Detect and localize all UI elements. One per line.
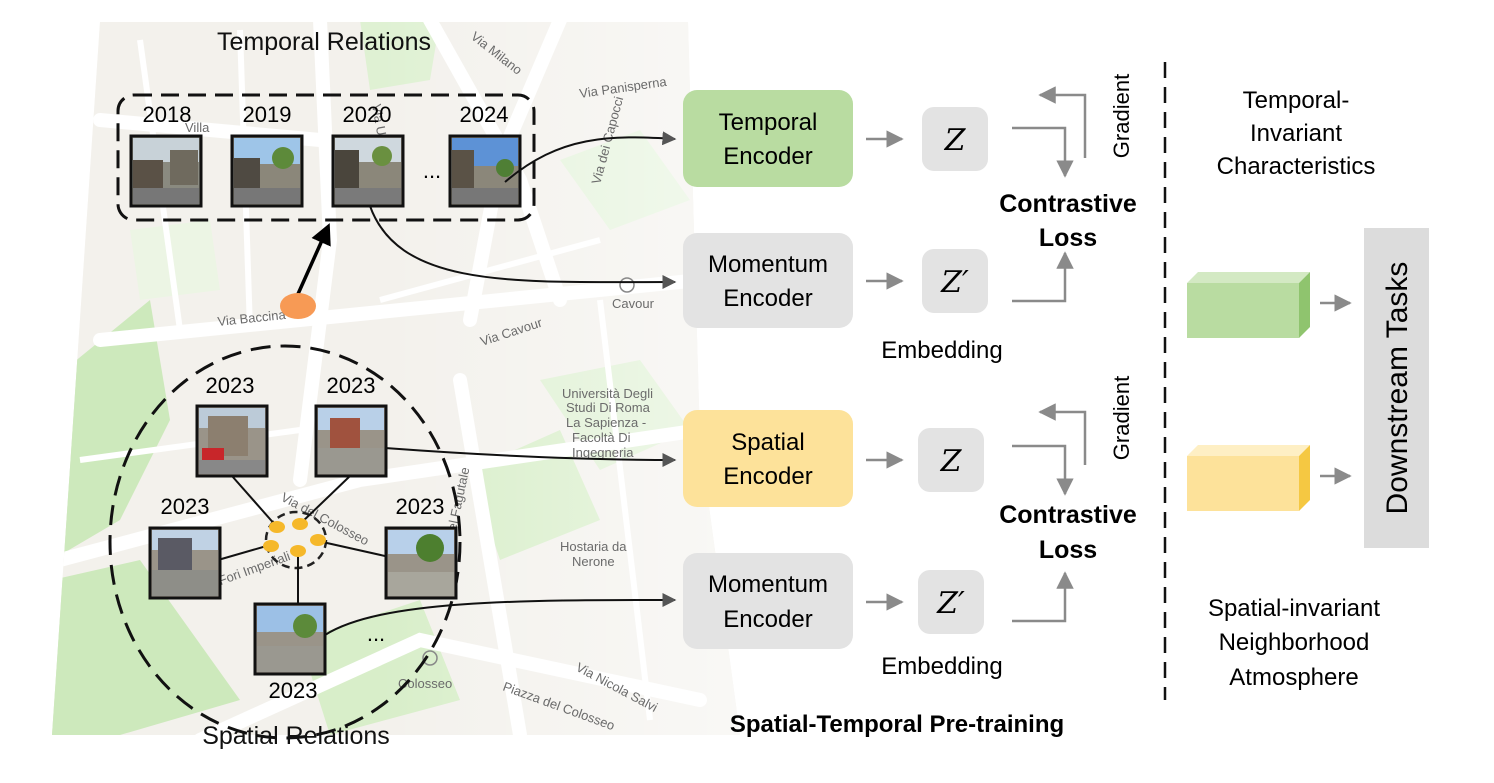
contrastive-loss-temporal: Contrastive Loss (999, 190, 1137, 252)
svg-text:Encoder: Encoder (723, 285, 812, 312)
street-label: Nerone (572, 554, 615, 569)
svg-text:Downstream Tasks: Downstream Tasks (1381, 262, 1414, 515)
embedding-zprime-temporal: Z′ (922, 249, 988, 313)
map-background: Via Milano Via Panisperna Via dei Capocc… (52, 22, 740, 735)
svg-text:Encoder: Encoder (723, 143, 812, 170)
temporal-relations-title: Temporal Relations (217, 28, 431, 56)
temporal-feature-block (1187, 272, 1310, 338)
spatial-encoder: Spatial Encoder (683, 410, 853, 507)
year-label: 2020 (343, 102, 392, 127)
svg-text:Spatial: Spatial (731, 429, 804, 456)
street-photo-spatial-1: 2023 (195, 373, 269, 478)
street-label: Via Baccina (217, 307, 287, 329)
metro-icon (619, 277, 635, 293)
downstream-tasks-box: Downstream Tasks (1364, 228, 1429, 548)
encoder-embedding-arrows (866, 130, 904, 611)
svg-text:Momentum: Momentum (708, 251, 828, 278)
street-label: Studi Di Roma (566, 400, 651, 415)
svg-text:Z: Z (940, 444, 963, 479)
svg-text:Z′: Z′ (936, 586, 965, 621)
svg-text:Contrastive: Contrastive (999, 190, 1137, 218)
svg-text:Encoder: Encoder (723, 463, 812, 490)
svg-text:Invariant: Invariant (1250, 120, 1342, 147)
spatial-links (217, 475, 386, 603)
embedding-zprime-spatial: Z′ (918, 570, 984, 634)
spatial-images: 2023 2023 2023 2023 (148, 373, 458, 703)
year-label: 2019 (243, 102, 292, 127)
street-photo-spatial-2: 2023 (314, 373, 388, 478)
street-label: Università Degli (562, 386, 653, 401)
query-location-dot (280, 293, 316, 319)
street-photo-2019: 2019 (230, 102, 304, 208)
svg-text:Contrastive: Contrastive (999, 501, 1137, 529)
street-label: La Sapienza - (566, 415, 646, 430)
street-label: Facoltà Di (572, 430, 631, 445)
embedding-label: Embedding (881, 653, 1002, 680)
street-photo-2020: 2020 (331, 102, 405, 208)
year-label: 2023 (327, 373, 376, 398)
street-label: Villa (185, 120, 210, 135)
spatial-dots (263, 518, 326, 557)
spatial-ellipsis: ... (367, 621, 385, 646)
spatial-relations-title: Spatial Relations (202, 722, 390, 750)
gradient-label: Gradient (1109, 376, 1134, 460)
momentum-encoder-spatial: Momentum Encoder (683, 553, 853, 649)
loss-arrows-temporal (1012, 86, 1087, 303)
street-photo-2018: 2018 (129, 102, 203, 208)
temporal-images: 2018 2019 2020 ... 2024 (129, 102, 522, 208)
street-label: Colosseo (398, 676, 452, 691)
temporal-group-box (116, 93, 536, 222)
year-label: 2023 (206, 373, 255, 398)
svg-text:Loss: Loss (1039, 536, 1097, 564)
svg-text:Temporal: Temporal (719, 109, 818, 136)
svg-text:Z′: Z′ (940, 265, 969, 300)
street-photo-spatial-3: 2023 (148, 494, 222, 600)
temporal-ellipsis: ... (423, 158, 441, 183)
contrastive-loss-spatial: Contrastive Loss (999, 501, 1137, 564)
svg-text:Momentum: Momentum (708, 571, 828, 598)
street-label: Cavour (612, 296, 655, 311)
street-photo-2024: 2024 (448, 102, 522, 208)
year-label: 2023 (269, 678, 318, 703)
street-label: Hostaria da (560, 539, 627, 554)
metro-icon (422, 650, 438, 666)
street-photo-spatial-4: 2023 (384, 494, 458, 600)
temporal-encoder: Temporal Encoder (683, 90, 853, 187)
embedding-label: Embedding (881, 337, 1002, 364)
year-label: 2023 (161, 494, 210, 519)
spatial-group-circle (108, 344, 462, 740)
spatial-invariant-label: Spatial-invariant Neighborhood Atmospher… (1208, 595, 1380, 691)
svg-text:Atmosphere: Atmosphere (1229, 664, 1358, 691)
section-label: Spatial-Temporal Pre-training (730, 711, 1064, 738)
connector-arrows (324, 131, 677, 636)
temporal-invariant-label: Temporal- Invariant Characteristics (1217, 87, 1376, 180)
year-label: 2018 (143, 102, 192, 127)
street-label: Ingegneria (572, 445, 634, 460)
street-photo-spatial-5: 2023 (253, 602, 327, 703)
svg-text:Encoder: Encoder (723, 606, 812, 633)
year-label: 2023 (396, 494, 445, 519)
momentum-encoder-temporal: Momentum Encoder (683, 233, 853, 328)
loss-arrows-spatial (1012, 403, 1087, 623)
year-label: 2024 (460, 102, 509, 127)
spatial-feature-block (1187, 445, 1310, 511)
query-to-temporal-arrow (296, 223, 331, 295)
svg-text:Temporal-: Temporal- (1243, 87, 1350, 114)
svg-text:Loss: Loss (1039, 224, 1097, 252)
svg-text:Spatial-invariant: Spatial-invariant (1208, 595, 1380, 622)
embedding-z-spatial: Z (918, 428, 984, 492)
svg-text:Z: Z (944, 123, 967, 158)
gradient-label: Gradient (1109, 74, 1134, 158)
svg-text:Characteristics: Characteristics (1217, 153, 1376, 180)
embedding-z-temporal: Z (922, 107, 988, 171)
svg-text:Neighborhood: Neighborhood (1219, 629, 1370, 656)
